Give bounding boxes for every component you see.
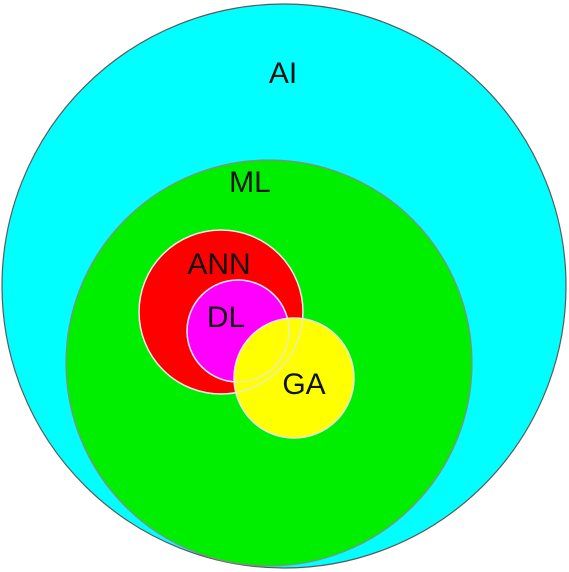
region-dl-outline xyxy=(186,279,290,383)
region-ann-outline xyxy=(138,229,304,395)
region-ga-label: GA xyxy=(282,368,325,401)
region-ann-label: ANN xyxy=(187,248,250,281)
region-ga-circle xyxy=(233,317,355,439)
region-dl-label: DL xyxy=(207,301,245,334)
region-ai-label: AI xyxy=(269,57,297,90)
region-ml-label: ML xyxy=(229,166,271,199)
